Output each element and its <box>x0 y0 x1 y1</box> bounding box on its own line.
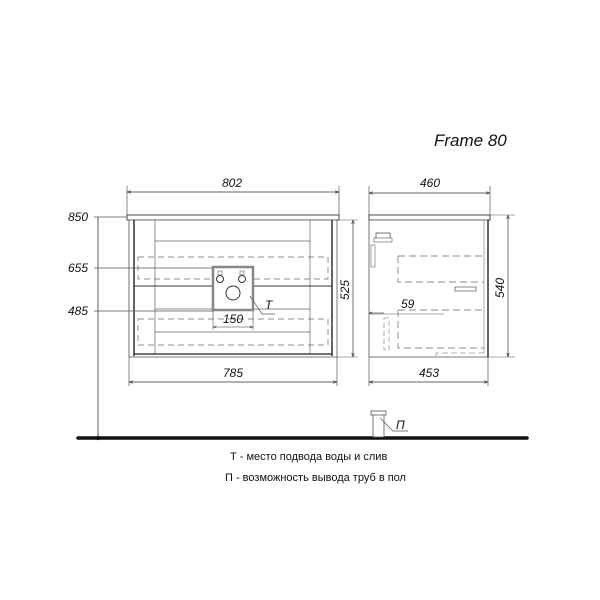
dimension-453: 453 <box>419 366 439 380</box>
drawer-handle <box>454 286 477 292</box>
water-inlet-icon <box>216 275 224 283</box>
legend-line-t: Т - место подвода воды и слив <box>230 451 387 463</box>
height-mark-850: 850 <box>68 210 88 224</box>
dimension-460: 460 <box>420 176 440 190</box>
connection-marker-t: Т <box>265 298 274 312</box>
dimension-59: 59 <box>401 297 415 311</box>
floor-pipe-marker: П <box>396 418 405 432</box>
drain-icon <box>225 285 241 301</box>
plumbing-cutout <box>211 265 255 312</box>
dimension-785: 785 <box>223 366 243 380</box>
cabinet-side <box>368 219 489 358</box>
countertop <box>126 214 340 221</box>
dimension-150: 150 <box>223 312 243 326</box>
height-mark-485: 485 <box>68 304 88 318</box>
legend-line-p: П - возможность вывода труб в пол <box>225 472 406 484</box>
lower-drawer-hidden <box>137 318 329 346</box>
water-inlet-icon <box>238 275 246 283</box>
dimension-525: 525 <box>338 280 352 300</box>
side-view: 460 59 540 453 <box>368 176 515 386</box>
model-title: Frame 80 <box>434 131 507 150</box>
height-mark-655: 655 <box>68 261 88 275</box>
front-view: 802 Т 150 <box>126 176 358 386</box>
dimension-540: 540 <box>493 278 507 298</box>
floor-pipe-icon: П <box>370 410 408 438</box>
dimension-802: 802 <box>222 176 242 190</box>
height-marks: 850 655 485 <box>68 210 213 441</box>
